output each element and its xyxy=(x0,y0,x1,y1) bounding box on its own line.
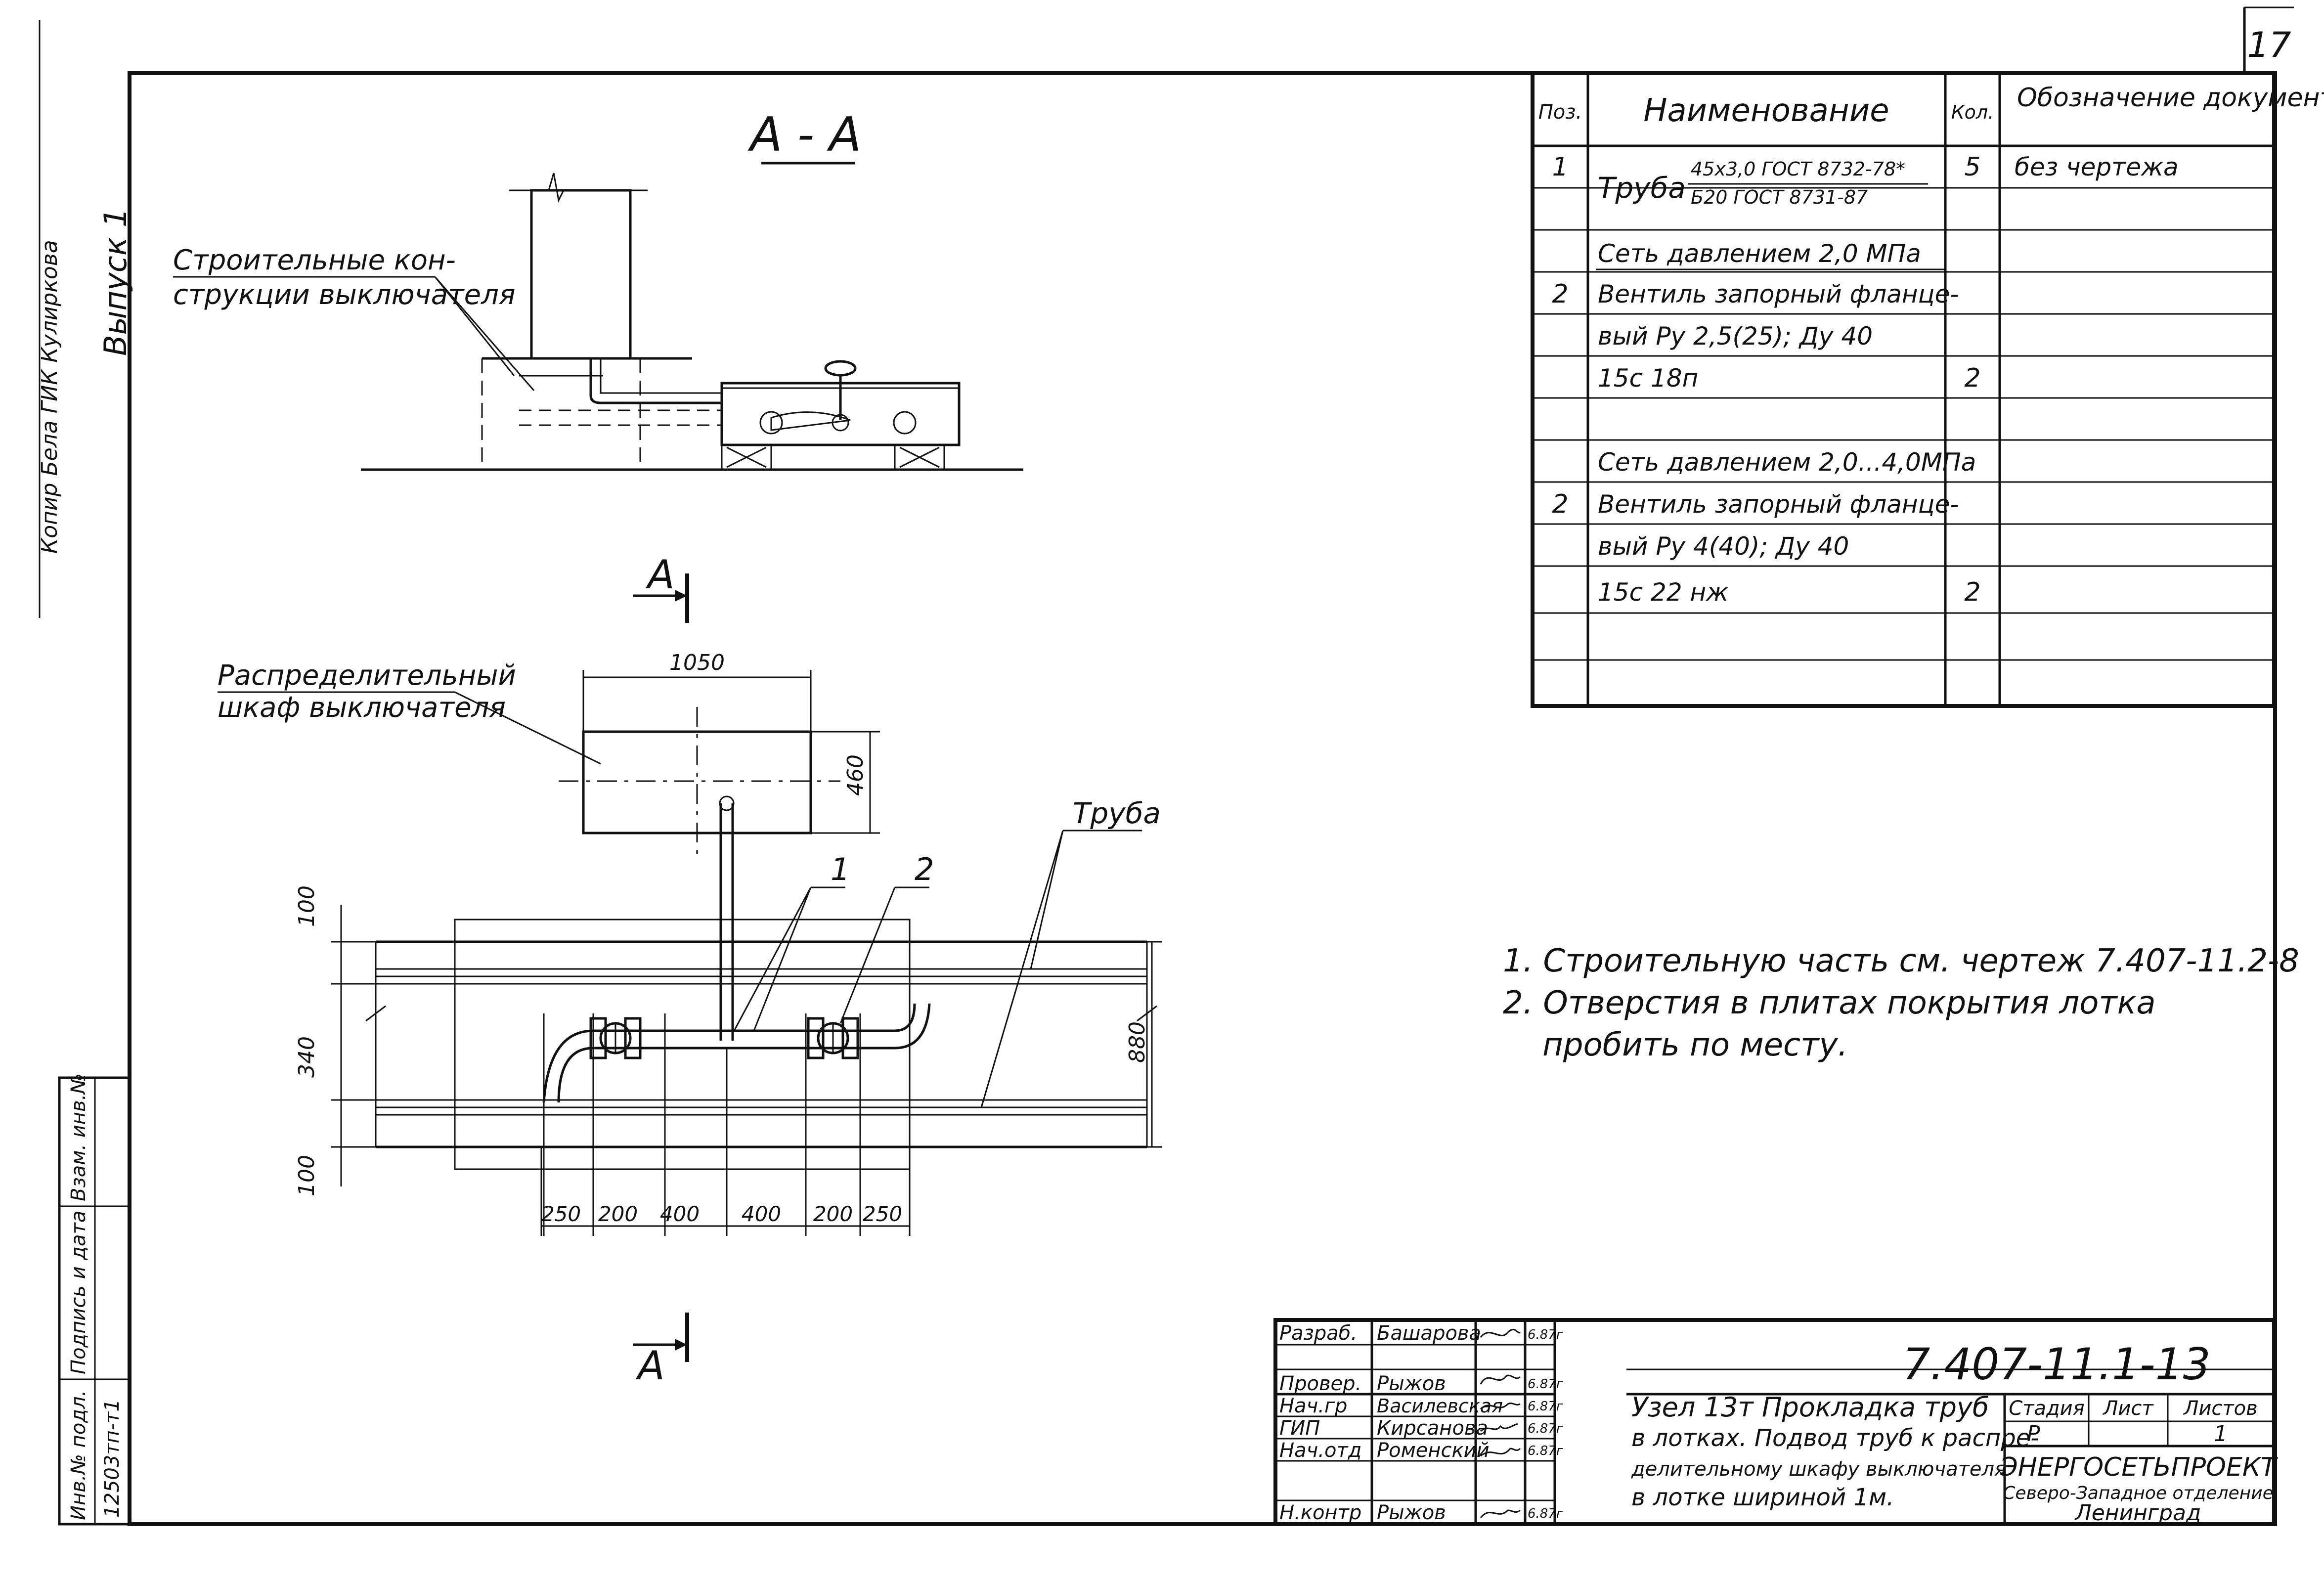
title-name-5: Роменский xyxy=(1377,1439,1490,1462)
stamp-replace-label: Взам. инв.№ xyxy=(67,1073,90,1201)
section-title: А - А xyxy=(747,108,862,162)
spec-row-8-name: Вентиль запорный фланце- xyxy=(1598,490,1959,519)
note-1: 1. Строительную часть см. чертеж 7.407-1… xyxy=(1503,943,2299,979)
note-3: пробить по месту. xyxy=(1542,1027,1848,1063)
spec-row-7-name: Сеть давлением 2,0...4,0МПа xyxy=(1598,448,1976,477)
title-name-4: Кирсанова xyxy=(1377,1417,1488,1440)
spec-row-9-name: вый Ру 4(40); Ду 40 xyxy=(1598,532,1849,561)
spec-header-doc: Обозначение документа xyxy=(2017,83,2324,113)
title-name-2: Рыжов xyxy=(1377,1372,1446,1395)
dim-left-100-top: 100 xyxy=(294,885,319,927)
callout-cabinet-line2: шкаф выключателя xyxy=(218,692,506,724)
plan-view xyxy=(331,670,1162,1236)
title-desc-2: в лотках. Подвод труб к распре- xyxy=(1631,1424,2039,1452)
spec-row-3-name: Вентиль запорный фланце- xyxy=(1598,280,1959,308)
title-org-city: Ленинград xyxy=(2074,1500,2201,1526)
spec-row-1-doc: без чертежа xyxy=(2015,153,2179,181)
dim-chain-4: 400 xyxy=(742,1202,781,1226)
title-date-4: 6.87г xyxy=(1528,1421,1563,1436)
spec-row-1-upper: 45x3,0 ГОСТ 8732-78* xyxy=(1691,158,1905,180)
spec-row-1-pos: 1 xyxy=(1552,152,1568,182)
callout-pos-1: 1 xyxy=(831,851,850,887)
dim-chain-1: 250 xyxy=(541,1202,581,1226)
title-role-5: Нач.отд xyxy=(1279,1439,1361,1462)
title-role-4: ГИП xyxy=(1279,1417,1320,1440)
title-name-7: Рыжов xyxy=(1377,1501,1446,1524)
dim-chain-3: 400 xyxy=(660,1202,700,1226)
spec-table xyxy=(1531,71,2276,708)
dim-left-100-bottom: 100 xyxy=(294,1155,319,1196)
spec-row-2-name: Сеть давлением 2,0 МПа xyxy=(1598,239,1921,268)
spec-row-5-qty: 2 xyxy=(1964,363,1980,393)
title-name-1: Башарова xyxy=(1377,1322,1481,1345)
dim-chain-2: 200 xyxy=(598,1202,638,1226)
left-margin: Выпуск 1 Копир Бела ГИК Кулиркова xyxy=(37,20,133,618)
spec-row-10-qty: 2 xyxy=(1964,577,1980,607)
title-desc-1: Узел 13т Прокладка труб xyxy=(1631,1392,1989,1423)
spec-row-5-name: 15с 18п xyxy=(1598,364,1698,393)
title-name-3: Василевская xyxy=(1377,1395,1503,1417)
copier-note: Копир Бела ГИК Кулиркова xyxy=(37,240,62,554)
title-sheets-header: Листов xyxy=(2183,1397,2257,1420)
spec-row-8-pos: 2 xyxy=(1552,489,1568,519)
cut-marker-top xyxy=(633,573,689,623)
dim-cabinet-width: 1050 xyxy=(669,650,725,675)
stamp-inventory-value: 12503тп-т1 xyxy=(101,1399,124,1518)
title-org-name: ЭНЕРГОСЕТЬПРОЕКТ xyxy=(1999,1452,2278,1482)
sheet-frame xyxy=(128,6,2294,1526)
signatures xyxy=(1480,1328,1521,1518)
release-label: Выпуск 1 xyxy=(97,208,133,356)
dim-cabinet-depth: 460 xyxy=(843,754,868,796)
dim-tray-width: 880 xyxy=(1125,1021,1150,1063)
title-block xyxy=(1273,1318,2276,1526)
side-stamp xyxy=(58,1076,131,1526)
title-role-2: Провер. xyxy=(1279,1372,1361,1395)
spec-row-1-name: Труба xyxy=(1598,171,1686,205)
title-role-7: Н.контр xyxy=(1279,1501,1361,1524)
title-role-1: Разраб. xyxy=(1279,1322,1357,1345)
section-a-a-view xyxy=(361,173,1023,471)
spec-row-3-pos: 2 xyxy=(1552,279,1568,309)
title-doc-code: 7.407-11.1-13 xyxy=(1902,1339,2210,1390)
title-sheets-value: 1 xyxy=(2214,1421,2228,1447)
stamp-inventory-label: Инв.№ подл. xyxy=(67,1390,90,1520)
callout-cabinet-line1: Распределительный xyxy=(218,659,516,692)
spec-row-1-lower: Б20 ГОСТ 8731-87 xyxy=(1691,186,1868,208)
stamp-signature-label: Подпись и дата xyxy=(67,1211,90,1374)
spec-row-1-qty: 5 xyxy=(1964,152,1980,182)
title-org-branch: Северо-Западное отделение xyxy=(2003,1483,2274,1503)
dim-chain-5: 200 xyxy=(813,1202,853,1226)
spec-header-name: Наименование xyxy=(1643,92,1889,129)
cut-marker-bottom xyxy=(633,1313,689,1362)
title-date-7: 6.87г xyxy=(1528,1506,1563,1521)
note-2: 2. Отверстия в плитах покрытия лотка xyxy=(1503,985,2156,1021)
dim-chain-6: 250 xyxy=(863,1202,902,1226)
title-stage-header: Стадия xyxy=(2009,1397,2084,1420)
title-date-3: 6.87г xyxy=(1528,1399,1563,1414)
title-role-3: Нач.гр xyxy=(1279,1395,1347,1417)
spec-header-pos: Поз. xyxy=(1538,101,1582,124)
cut-marker-top-letter: А xyxy=(645,552,675,598)
title-stage-value: Р xyxy=(2027,1421,2040,1447)
title-desc-4: в лотке шириной 1м. xyxy=(1631,1484,1894,1511)
dim-left-340: 340 xyxy=(294,1036,319,1078)
sheet-number: 17 xyxy=(2247,25,2291,65)
callout-constructions-line2: струкции выключателя xyxy=(173,279,516,311)
spec-row-10-name: 15с 22 нж xyxy=(1598,578,1728,607)
spec-header-qty: Кол. xyxy=(1951,101,1994,123)
callout-pipe: Труба xyxy=(1073,796,1161,830)
title-date-1: 6.87г xyxy=(1528,1327,1563,1342)
title-date-2: 6.87г xyxy=(1528,1377,1563,1392)
callout-pos-2: 2 xyxy=(915,851,934,887)
spec-row-4-name: вый Ру 2,5(25); Ду 40 xyxy=(1598,322,1873,351)
title-date-5: 6.87г xyxy=(1528,1444,1563,1458)
callout-constructions-line1: Строительные кон- xyxy=(173,244,456,276)
title-desc-3: делительному шкафу выключателя xyxy=(1631,1458,2006,1481)
cut-marker-bottom-letter: А xyxy=(635,1343,665,1389)
title-sheet-header: Лист xyxy=(2102,1397,2154,1420)
